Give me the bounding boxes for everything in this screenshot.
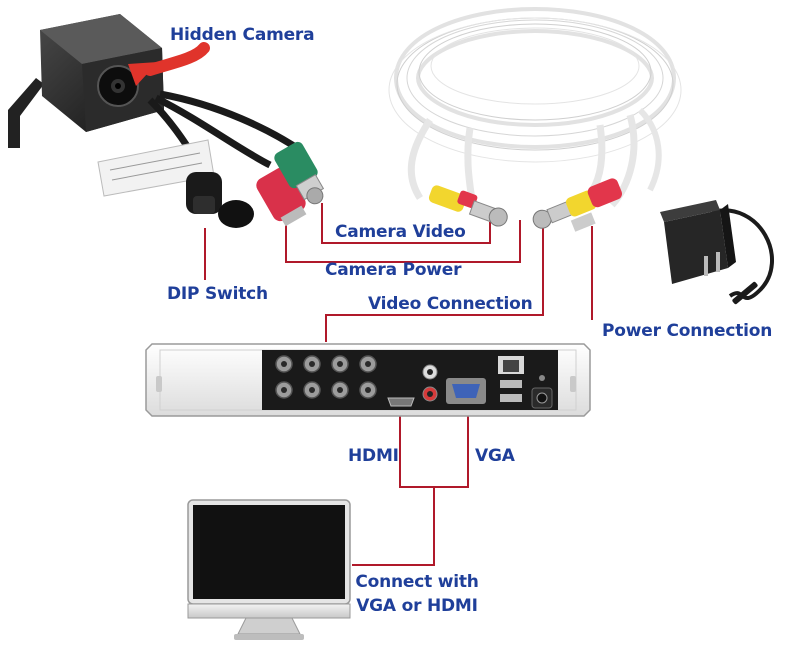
hdmi-line — [399, 408, 434, 488]
camera-video-label: Camera Video — [335, 222, 466, 242]
arrow-icon — [128, 42, 210, 86]
power-connection-label: Power Connection — [602, 321, 773, 341]
hdmi-label: HDMI — [348, 446, 399, 466]
camera-power-label: Camera Power — [325, 260, 462, 280]
power-adapter-icon — [660, 200, 774, 305]
monitor-line — [352, 487, 435, 566]
connect-line-1: Connect with — [355, 572, 479, 592]
connect-line-2: VGA or HDMI — [356, 596, 478, 616]
monitor-icon — [187, 499, 351, 640]
dip-switch-label: DIP Switch — [167, 284, 268, 304]
bnc-cable-coil-icon — [388, 7, 682, 208]
vga-line — [434, 408, 469, 488]
camera-power-line — [285, 218, 521, 263]
connector-lines — [204, 203, 593, 566]
hidden-camera-label: Hidden Camera — [170, 25, 315, 45]
cable-connectors — [428, 178, 623, 232]
connect-with-label: Connect with VGA or HDMI — [352, 570, 482, 618]
dvr-recorder-icon — [145, 343, 591, 417]
video-connection-line — [325, 220, 544, 342]
vga-label: VGA — [475, 446, 515, 466]
camera-video-line — [321, 203, 491, 244]
video-connection-label: Video Connection — [368, 294, 533, 314]
hidden-camera-icon — [8, 14, 325, 228]
